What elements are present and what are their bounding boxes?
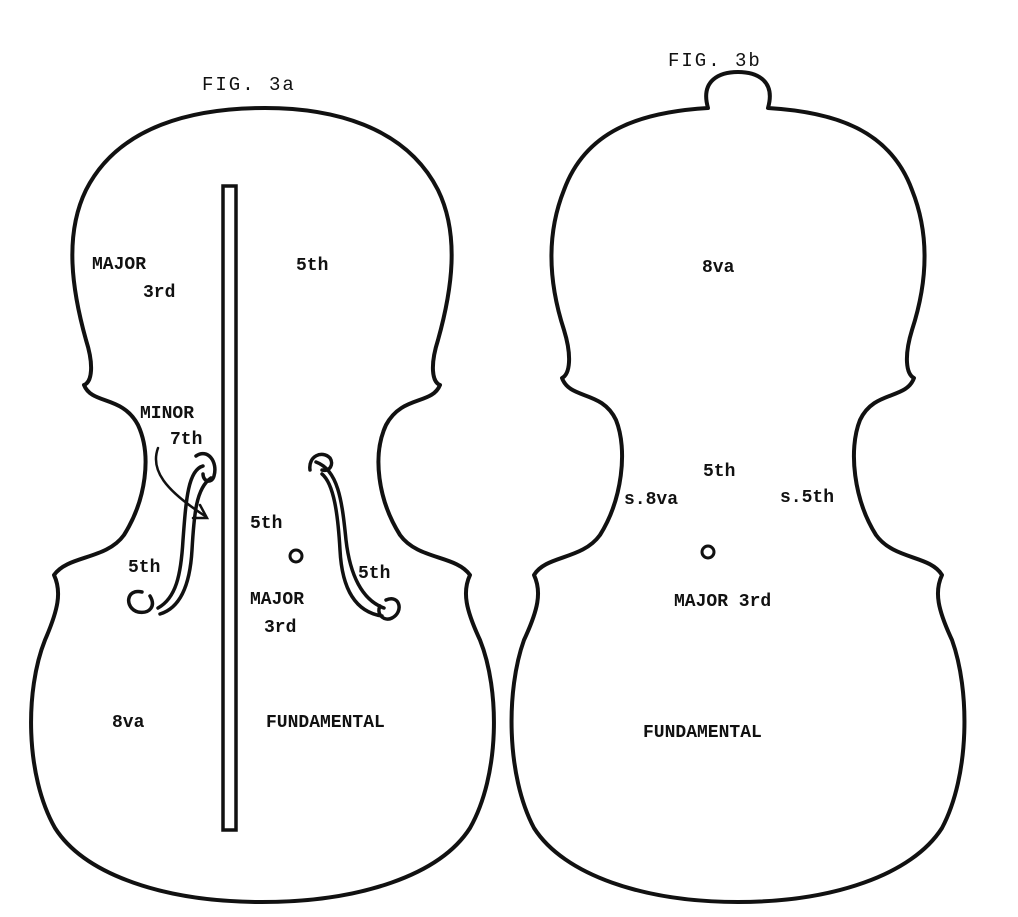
f-hole-right [308, 452, 401, 621]
label-major-3rd-center-b: 3rd [264, 618, 296, 638]
violin-body-outline-3a [29, 106, 496, 904]
fig-3a-title: FIG. 3a [202, 74, 296, 96]
label-major-3rd-3b: MAJOR 3rd [674, 592, 771, 612]
label-fifth-upper: 5th [296, 256, 328, 276]
fig-3b-title: FIG. 3b [668, 50, 762, 72]
label-fifth-center-3b: 5th [703, 462, 735, 482]
bass-bar [221, 184, 238, 832]
label-fifth-right-fhole: 5th [358, 564, 390, 584]
label-s-fifth: s.5th [780, 488, 834, 508]
label-major-3rd-upper-b: 3rd [143, 283, 175, 303]
label-fifth-center: 5th [250, 514, 282, 534]
label-octave-lower: 8va [112, 713, 145, 733]
fig-3b: FIG. 3b 8va 5th s.8va s.5th MAJOR 3rd FU… [509, 50, 967, 904]
violin-body-outline-3b [509, 70, 967, 904]
minor-7th-arrow [154, 446, 207, 518]
label-major-3rd-center-a: MAJOR [250, 590, 304, 610]
label-fundamental-3b: FUNDAMENTAL [643, 723, 762, 743]
fig-3a: FIG. 3a MAJOR 3rd 5th MINOR 7th 5th 5th … [29, 74, 496, 904]
label-octave-upper-3b: 8va [702, 258, 735, 278]
f-hole-left [127, 452, 217, 616]
sound-post-marker-3a [288, 548, 304, 564]
label-fundamental-3a: FUNDAMENTAL [266, 713, 385, 733]
label-s-octave: s.8va [624, 490, 678, 510]
label-major-3rd-upper-a: MAJOR [92, 255, 146, 275]
sound-post-marker-3b [700, 544, 716, 560]
label-minor-7th-b: 7th [170, 430, 202, 450]
arrow-head [191, 503, 210, 520]
label-minor-7th-a: MINOR [140, 404, 194, 424]
label-fifth-left-fhole: 5th [128, 558, 160, 578]
